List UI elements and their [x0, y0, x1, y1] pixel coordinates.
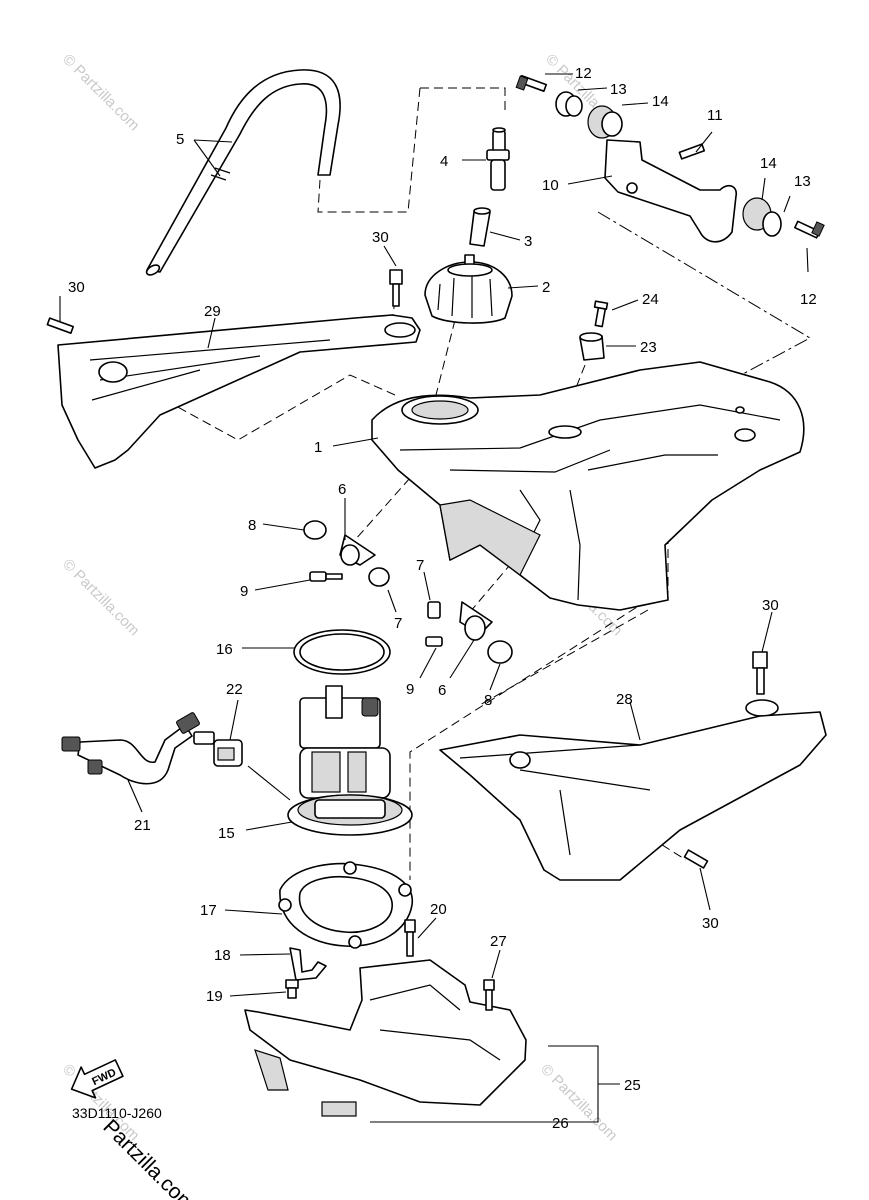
callout-13a: 13 — [610, 81, 627, 98]
bolt-20 — [404, 919, 416, 957]
callout-12a: 12 — [575, 65, 592, 82]
bolts-30 — [389, 269, 779, 869]
leader-lines — [59, 73, 809, 1123]
watermark-bottom-right: © Partzilla.com — [537, 1061, 620, 1144]
callout-12b: 12 — [800, 291, 817, 308]
mount-right — [425, 601, 513, 664]
callout-28: 28 — [616, 691, 633, 708]
callout-30b: 30 — [68, 279, 85, 296]
callout-6b: 6 — [438, 682, 446, 699]
o-ring-gasket — [293, 629, 391, 675]
diagram-code: 33D1110-J260 — [72, 1105, 162, 1121]
callout-22: 22 — [226, 681, 243, 698]
callout-26: 26 — [552, 1115, 569, 1132]
watermark-mid-left: © Partzilla.com — [59, 556, 142, 639]
callout-25: 25 — [624, 1077, 641, 1094]
callout-10: 10 — [542, 177, 559, 194]
fuel-tank — [371, 361, 805, 611]
callout-9a: 9 — [240, 583, 248, 600]
callout-7a: 7 — [394, 615, 402, 632]
callout-13b: 13 — [794, 173, 811, 190]
callout-15: 15 — [218, 825, 235, 842]
callout-6a: 6 — [338, 481, 346, 498]
callout-30c: 30 — [762, 597, 779, 614]
callout-19: 19 — [206, 988, 223, 1005]
callout-3: 3 — [524, 233, 532, 250]
fuel-hose — [61, 712, 215, 785]
callout-20: 20 — [430, 901, 447, 918]
callout-29: 29 — [204, 303, 221, 320]
watermark-top-left: © Partzilla.com — [59, 51, 142, 134]
callout-5: 5 — [176, 131, 184, 148]
mount-left — [303, 520, 390, 587]
callout-8b: 8 — [484, 692, 492, 709]
callout-14a: 14 — [652, 93, 669, 110]
callout-4: 4 — [440, 153, 448, 170]
callout-11: 11 — [707, 107, 723, 124]
watermark-bottom: Partzilla.com — [98, 1115, 199, 1200]
right-side-cover — [439, 711, 827, 881]
callout-2: 2 — [542, 279, 550, 296]
callout-30d: 30 — [702, 915, 719, 932]
breather-fitting — [486, 127, 510, 191]
callout-7b: 7 — [416, 557, 424, 574]
fuel-cap — [424, 254, 513, 324]
hose-piece — [469, 207, 491, 247]
callout-24: 24 — [642, 291, 659, 308]
callout-8a: 8 — [248, 517, 256, 534]
callout-18: 18 — [214, 947, 231, 964]
bolt-24-collar-23 — [579, 300, 609, 361]
fuel-pump — [287, 685, 413, 836]
left-side-cover — [46, 314, 421, 469]
callout-17: 17 — [200, 902, 217, 919]
clamp-18-bolt-19 — [285, 947, 327, 999]
callout-23: 23 — [640, 339, 657, 356]
connector — [213, 739, 243, 767]
callout-1: 1 — [314, 439, 322, 456]
callout-9b: 9 — [406, 681, 414, 698]
breather-hose — [145, 69, 341, 276]
under-cover — [244, 959, 527, 1117]
callout-labels: 1 2 3 4 5 6 6 7 7 8 8 9 9 10 11 12 12 13… — [68, 65, 817, 1132]
callout-27: 27 — [490, 933, 507, 950]
tank-bracket-assembly — [515, 74, 825, 243]
callout-30a: 30 — [372, 229, 389, 246]
callout-14b: 14 — [760, 155, 777, 172]
watermarks: © Partzilla.com © Partzilla.com © Partzi… — [59, 51, 625, 1144]
callout-16: 16 — [216, 641, 233, 658]
callout-21: 21 — [134, 817, 151, 834]
pump-plate — [278, 861, 413, 949]
